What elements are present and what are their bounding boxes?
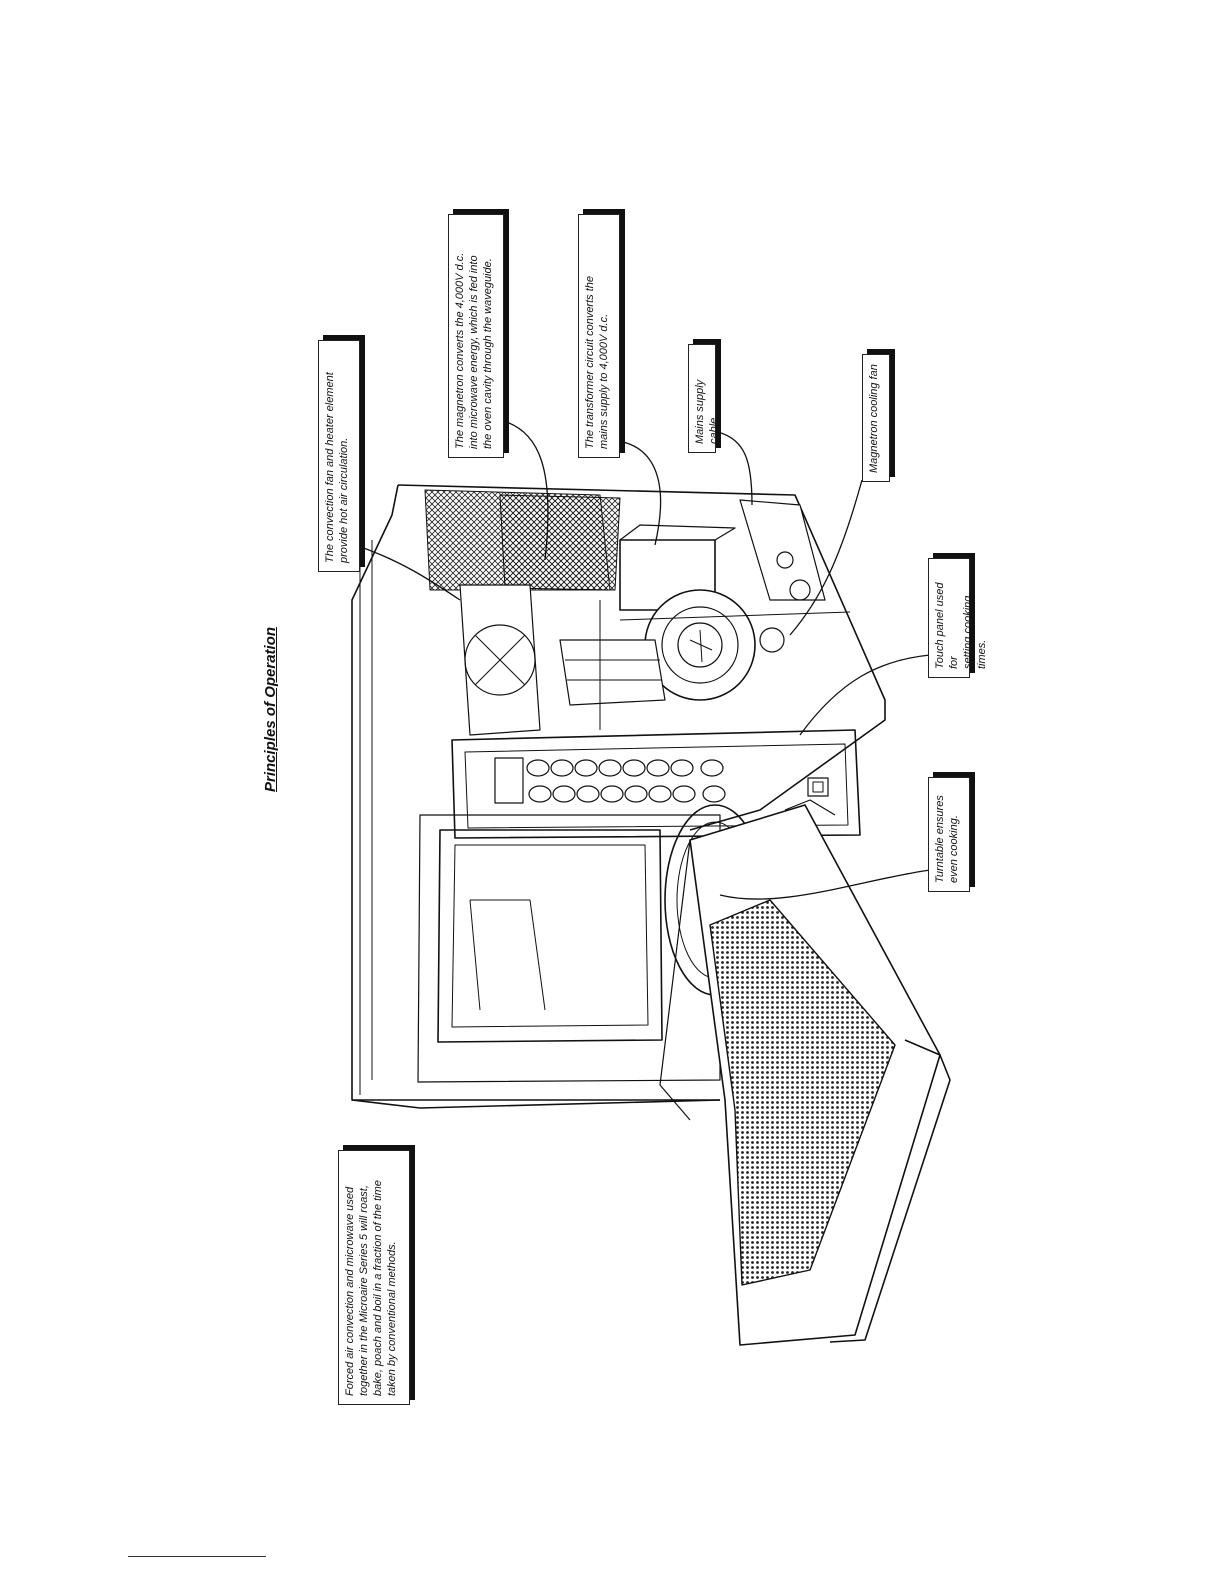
- oven-door: [659, 799, 951, 1346]
- leader-touch-panel: [799, 654, 931, 736]
- leader-magnetron: [499, 419, 549, 561]
- callout-magnetron: The magnetron converts the 4,000V d.c. i…: [448, 214, 504, 458]
- callout-touch-panel: Touch panel used for setting cooking tim…: [928, 558, 988, 678]
- leader-convection-fan: [354, 544, 461, 601]
- page-title: Principles of Operation: [262, 626, 279, 792]
- leader-turntable: [719, 869, 931, 900]
- cabinet-outline: [351, 484, 886, 1109]
- leader-cooling-fan: [789, 479, 863, 636]
- callout-turntable: Turntable ensures even cooking.: [928, 777, 970, 892]
- leader-mains-cable: [717, 431, 753, 506]
- internal-components: [424, 489, 851, 736]
- callout-transformer: The transformer circuit converts the mai…: [578, 214, 620, 458]
- callout-cooling-fan: Magnetron cooling fan: [862, 354, 890, 482]
- leader-transformer: [604, 439, 662, 546]
- callout-intro: Forced air convection and microwave used…: [338, 1150, 410, 1405]
- footnote-rule: [128, 1556, 266, 1557]
- callout-mains-cable: Mains supply cable.: [688, 344, 720, 453]
- control-panel: [451, 729, 861, 839]
- callout-convection-fan: The convection fan and heater element pr…: [318, 340, 360, 572]
- leader-lines: [354, 419, 931, 900]
- oven-cavity: [417, 814, 721, 1083]
